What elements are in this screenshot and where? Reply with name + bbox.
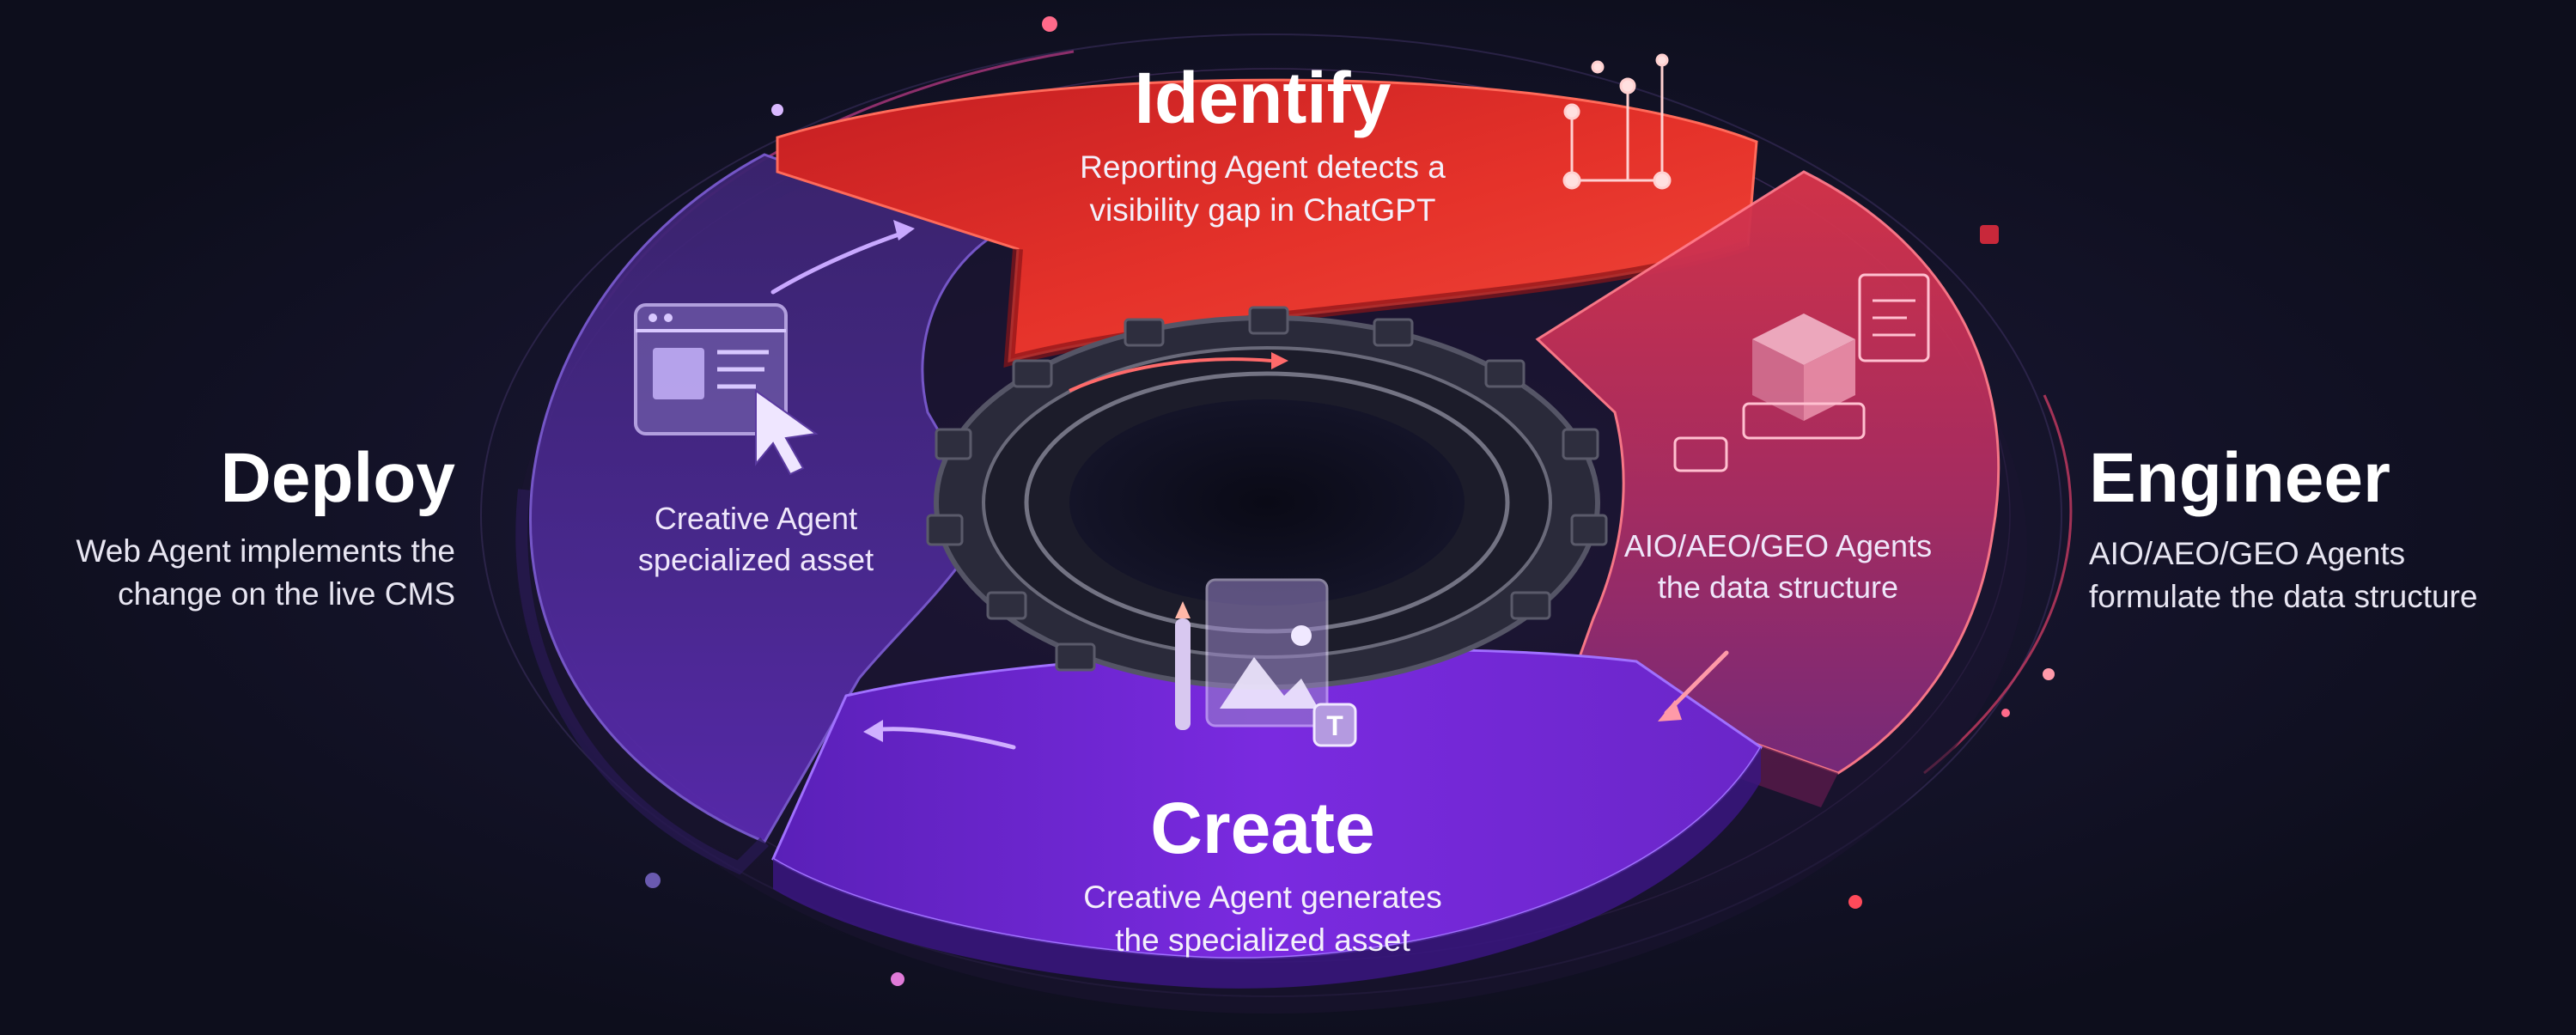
flow-arrow-create	[863, 720, 1016, 750]
deploy-segment-text-line2: specialized asset	[637, 542, 874, 577]
identify-description-line1: Reporting Agent detects a	[1080, 149, 1446, 185]
create-description-line1: Creative Agent generates	[1083, 880, 1442, 915]
image-editor-icon: T	[1175, 578, 1357, 747]
browser-cursor-icon	[634, 303, 819, 476]
engineer-description-line1: AIO/AEO/GEO Agents	[2089, 536, 2406, 571]
small-cube-icon	[1980, 225, 1999, 244]
network-nodes-icon	[1562, 53, 1672, 190]
create-title: Create	[1150, 788, 1375, 868]
engineer-description-line2: formulate the data structure	[2089, 579, 2478, 614]
deploy-title: Deploy	[220, 439, 455, 517]
data-cube-icon	[1673, 273, 1930, 472]
identify-description-line2: visibility gap in ChatGPT	[1089, 192, 1436, 228]
engineer-segment-text-line2: the data structure	[1657, 569, 1899, 605]
deploy-segment-text-line1: Creative Agent	[654, 501, 858, 536]
deploy-description-line1: Web Agent implements the	[76, 533, 455, 569]
svg-text:T: T	[1326, 710, 1343, 741]
flow-arrow-deploy	[770, 220, 915, 295]
identify-title: Identify	[1134, 58, 1392, 138]
deploy-description-line2: change on the live CMS	[118, 576, 455, 612]
flow-arrow-engineer	[1658, 650, 1729, 721]
create-description-line2: the specialized asset	[1115, 922, 1410, 958]
engineer-segment-text-line1: AIO/AEO/GEO Agents	[1623, 528, 1933, 563]
engineer-title: Engineer	[2089, 439, 2390, 517]
